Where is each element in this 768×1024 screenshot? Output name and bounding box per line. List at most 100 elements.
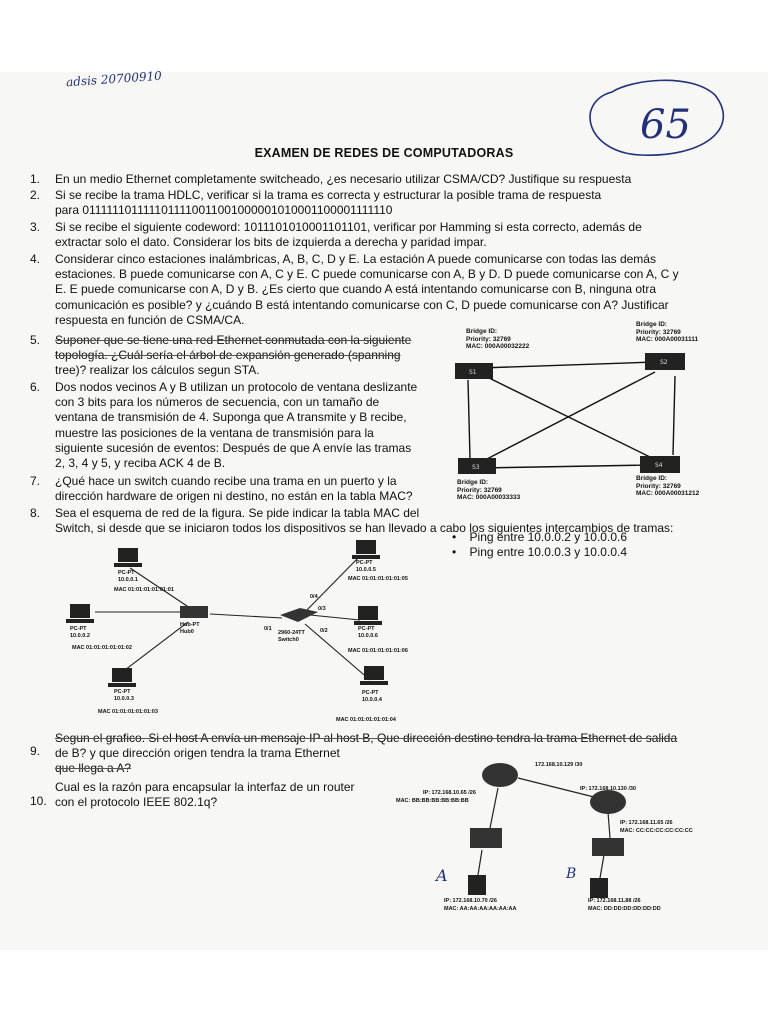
switch-icon: S3 — [458, 458, 496, 474]
grade-mark: 65 — [640, 102, 691, 148]
link-s1-s3 — [467, 379, 471, 459]
bridge-id: Bridge ID: — [466, 328, 498, 335]
question-line: Si se recibe la trama HDLC, verificar si… — [55, 188, 602, 202]
router1-mac: MAC: BB:BB:BB:BB:BB:BB — [396, 798, 469, 804]
bridge-priority: Priority: 32769 — [466, 335, 511, 343]
question-1: En un medio Ethernet completamente switc… — [55, 172, 745, 187]
link-s1-s2 — [479, 361, 656, 369]
bridge-priority: Priority: 32769 — [457, 486, 502, 494]
switch-name: Switch0 — [278, 636, 299, 643]
question-number: 10. — [30, 794, 47, 808]
bridge-id: Bridge ID: — [636, 321, 668, 328]
pc-mac: MAC 01:01:01:01:01:06 — [348, 648, 408, 654]
question-line: Si se recibe el siguiente codeword: 1011… — [55, 220, 642, 234]
question-line: Segun el grafico. Si el host A envía un … — [55, 731, 678, 745]
bridge-mac: MAC: 000A00031111 — [636, 336, 699, 343]
question-4: Considerar cinco estaciones inalámbricas… — [55, 252, 755, 328]
bridge-mac: MAC: 000A00033333 — [457, 494, 521, 501]
port-label: 0/4 — [310, 594, 318, 600]
bridge-label-s1: Bridge ID: Priority: 32769 MAC: 000A0003… — [466, 328, 529, 351]
host-a-mac: MAC: AA:AA:AA:AA:AA:AA — [444, 906, 517, 912]
exam-paper — [0, 72, 768, 950]
bridge-id: Bridge ID: — [636, 475, 668, 482]
pc-icon — [354, 606, 382, 625]
question-number: 1. — [30, 172, 41, 186]
question-number: 6. — [30, 380, 41, 394]
bridge-priority: Priority: 32769 — [636, 482, 681, 490]
pc-type: PC-PT — [358, 626, 375, 632]
question-10: Cual es la razón para encapsular la inte… — [55, 780, 385, 810]
svg-text:S2: S2 — [660, 359, 668, 366]
question-line: Suponer que se tiene una red Ethernet co… — [55, 333, 412, 347]
pc-ip: 10.0.0.3 — [114, 695, 134, 702]
question-line: ventana de transmisión de 4. Suponga que… — [55, 410, 407, 425]
question-number: 4. — [30, 252, 41, 266]
question-line: Considerar cinco estaciones inalámbricas… — [55, 252, 656, 266]
port-label: 0/2 — [320, 628, 328, 634]
question-line: 2, 3, 4 y 5, y reciba ACK 4 de B. — [55, 456, 226, 471]
question-line: para 01111110111110111100110010000010100… — [55, 203, 393, 218]
pc-mac: MAC 01:01:01:01:01:02 — [72, 645, 132, 651]
question-line: extractar solo el dato. Considerar los b… — [55, 235, 487, 250]
ping-text: Ping entre 10.0.0.3 y 10.0.0.4 — [469, 545, 627, 559]
switch-icon: S2 — [645, 353, 685, 370]
svg-text:S4: S4 — [655, 462, 663, 469]
hub-icon — [180, 606, 208, 618]
switch-icon: S1 — [455, 363, 493, 379]
question-line: topología. ¿Cuál sería el árbol de expan… — [55, 348, 401, 363]
svg-text:S1: S1 — [469, 369, 477, 376]
host-a-label: A — [436, 866, 448, 885]
question-line: muestre las posiciones de la ventana de … — [55, 425, 374, 440]
host-b-label: B — [566, 866, 577, 882]
ping-item: • Ping entre 10.0.0.3 y 10.0.0.4 — [452, 545, 627, 559]
question-5: Suponer que se tiene una red Ethernet co… — [55, 333, 445, 379]
question-line: tree)? realizar los cálculos segun STA. — [55, 363, 260, 378]
pc-icon — [108, 668, 136, 687]
question-line: de B? y que dirección origen tendra la t… — [55, 746, 340, 761]
switch-model: 2960-24TT — [278, 630, 305, 636]
question-7: ¿Qué hace un switch cuando recibe una tr… — [55, 474, 445, 504]
port-label: 0/3 — [318, 606, 326, 612]
pc-ip: 10.0.0.4 — [362, 696, 382, 703]
question-line: Sea el esquema de red de la figura. Se p… — [55, 506, 420, 520]
bridge-label-s3: Bridge ID: Priority: 32769 MAC: 000A0003… — [457, 479, 520, 502]
question-6: Dos nodos vecinos A y B utilizan un prot… — [55, 380, 445, 471]
pc-mac: MAC 01:01:01:01:01:03 — [98, 709, 158, 715]
question-line: que llega a A? — [55, 761, 132, 776]
question-line: con el protocolo IEEE 802.1q? — [55, 795, 218, 810]
question-line: En un medio Ethernet completamente switc… — [55, 172, 632, 186]
question-number: 2. — [30, 188, 41, 202]
router2-lan-ip: IP: 172.168.11.65 /26 — [620, 820, 673, 826]
link-s2-s3 — [484, 371, 656, 461]
pc-icon — [66, 604, 94, 623]
question-line: ¿Qué hace un switch cuando recibe una tr… — [55, 474, 397, 488]
question-line: siguiente sucesión de eventos: Después d… — [55, 440, 412, 455]
router2-lan-mac: MAC: CC:CC:CC:CC:CC:CC — [620, 828, 693, 834]
ping-text: Ping entre 10.0.0.2 y 10.0.0.6 — [469, 530, 627, 544]
router-icon — [590, 790, 626, 814]
page-title: EXAMEN DE REDES DE COMPUTADORAS — [254, 146, 514, 160]
host-b-ip: IP: 172.168.11.88 /26 — [588, 898, 641, 904]
question-line: Dos nodos vecinos A y B utilizan un prot… — [55, 380, 418, 394]
pc-icon — [352, 540, 380, 559]
pc-ip: 10.0.0.5 — [356, 566, 376, 573]
router2-ip: IP: 172.168.10.130 /30 — [580, 786, 636, 792]
question-line: comunicación es posible? y ¿cuándo B est… — [55, 297, 669, 312]
question-number: 3. — [30, 220, 41, 234]
pc-ip: 10.0.0.2 — [70, 632, 90, 639]
pc-type: PC-PT — [118, 570, 135, 576]
port-label: 0/1 — [264, 626, 272, 632]
pc-mac: MAC 01:01:01:01:01:04 — [336, 717, 396, 723]
pc-mac: MAC 01:01:01:01:01:05 — [348, 576, 408, 582]
question-line: Cual es la razón para encapsular la inte… — [55, 780, 355, 794]
